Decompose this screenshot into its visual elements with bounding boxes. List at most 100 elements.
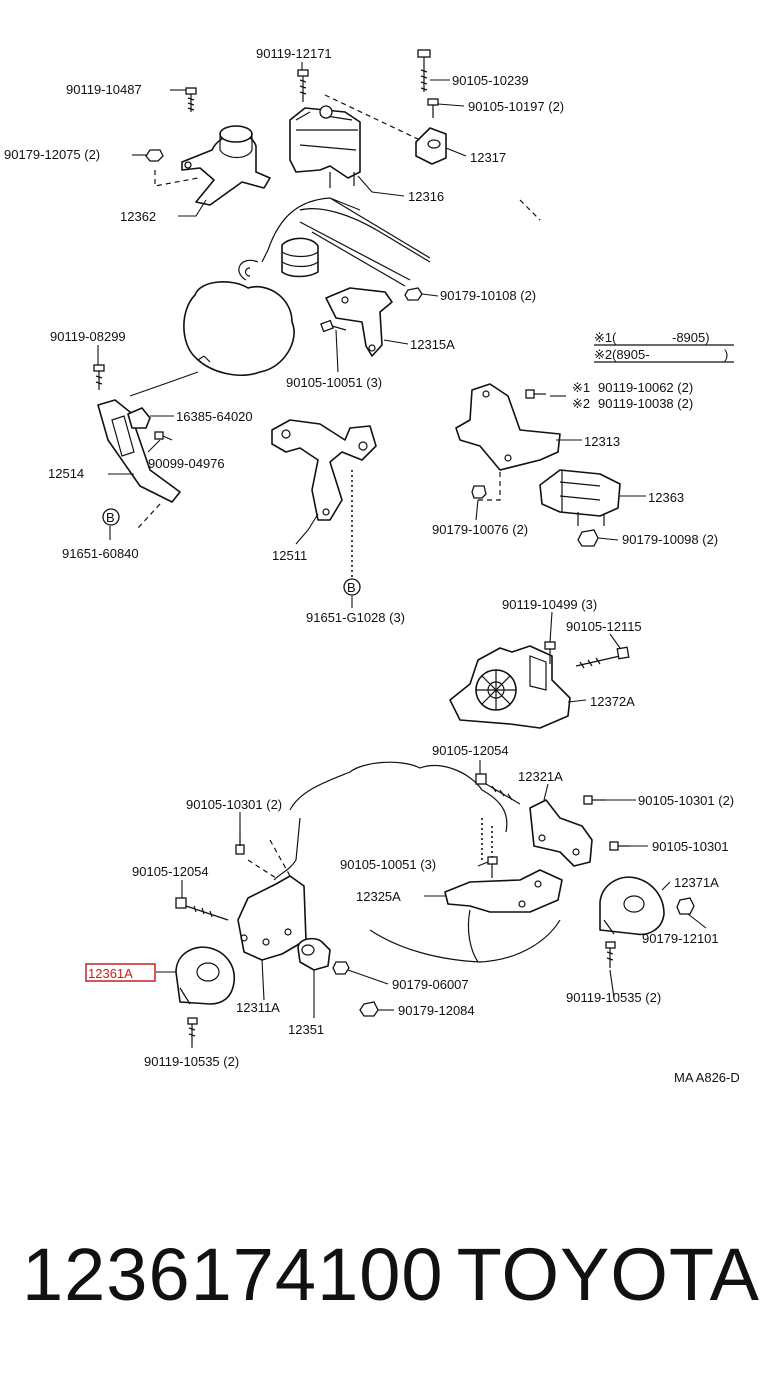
bolt-90105-12115	[575, 646, 630, 669]
label-12325A[interactable]: 12325A	[356, 889, 401, 904]
label-90179-06007[interactable]: 90179-06007	[392, 977, 469, 992]
label-91651-G1028[interactable]: 91651-G1028 (3)	[306, 610, 405, 625]
label-90119-08299[interactable]: 90119-08299	[50, 329, 126, 344]
label-12372A[interactable]: 12372A	[590, 694, 635, 709]
label-90179-12075[interactable]: 90179-12075 (2)	[4, 147, 100, 162]
label-12311A[interactable]: 12311A	[236, 1000, 280, 1015]
legend-range-2-close: )	[724, 347, 728, 362]
part-number: 1236174100	[22, 1233, 444, 1316]
label-90119-10499[interactable]: 90119-10499 (3)	[502, 597, 597, 612]
diagram-code: MA A826-D	[674, 1070, 740, 1085]
bolt-90105-10051-mid	[487, 856, 498, 878]
bracket-12311A	[237, 839, 307, 961]
bolt-91651-60840: B	[102, 508, 120, 526]
label-90099-04976[interactable]: 90099-04976	[148, 456, 225, 471]
footer: 1236174100 TOYOTA	[22, 1232, 762, 1322]
label-90105-10197[interactable]: 90105-10197 (2)	[468, 99, 564, 114]
label-90179-12084[interactable]: 90179-12084	[398, 1003, 475, 1018]
label-16385-64020[interactable]: 16385-64020	[176, 409, 253, 424]
bolt-90105-10301-right-upper	[583, 795, 606, 805]
label-90105-10239[interactable]: 90105-10239	[452, 73, 529, 88]
label-90119-10062[interactable]: 90119-10062 (2)	[598, 380, 693, 395]
bracket-12317	[415, 127, 447, 165]
label-12371A[interactable]: 12371A	[674, 875, 719, 890]
label-90105-10051-upper[interactable]: 90105-10051 (3)	[286, 375, 382, 390]
bolt-90119-10062	[525, 389, 546, 399]
mark-2-label: ※2	[572, 396, 590, 411]
label-90119-12171[interactable]: 90119-12171	[256, 46, 332, 61]
nut-90179-06007	[332, 961, 350, 975]
brand-name: TOYOTA	[456, 1233, 760, 1316]
bolt-90119-10487	[185, 87, 197, 112]
label-12363[interactable]: 12363	[648, 490, 684, 505]
bracket-12325A	[444, 869, 563, 913]
bolt-90105-10301-left	[235, 830, 245, 855]
bolt-90105-12054-top	[475, 773, 521, 805]
label-12362[interactable]: 12362	[120, 209, 156, 224]
label-12317[interactable]: 12317	[470, 150, 506, 165]
nut-90179-10098	[577, 529, 599, 547]
nut-90179-10108	[404, 287, 423, 301]
label-90105-10301-right-lower[interactable]: 90105-10301	[652, 839, 729, 854]
label-12511[interactable]: 12511	[272, 548, 307, 563]
label-90119-10535-right[interactable]: 90119-10535 (2)	[566, 990, 661, 1005]
label-12351[interactable]: 12351	[288, 1022, 324, 1037]
label-12321A[interactable]: 12321A	[518, 769, 563, 784]
bolt-90105-10051-upper	[320, 319, 347, 333]
label-91651-60840[interactable]: 91651-60840	[62, 546, 139, 561]
legend-range-1-end: -8905)	[672, 330, 710, 345]
mount-12371A	[599, 876, 665, 936]
label-12316[interactable]: 12316	[408, 189, 444, 204]
label-12313[interactable]: 12313	[584, 434, 620, 449]
label-90119-10535-left[interactable]: 90119-10535 (2)	[144, 1054, 239, 1069]
label-90105-10301-left[interactable]: 90105-10301 (2)	[186, 797, 282, 812]
label-90119-10038[interactable]: 90119-10038 (2)	[598, 396, 693, 411]
engine-outline-bottom	[273, 761, 561, 963]
bolt-90105-10301-right-lower	[609, 841, 630, 851]
label-90105-12115[interactable]: 90105-12115	[566, 619, 642, 634]
nut-90179-12084	[359, 1001, 379, 1017]
nut-90179-10076	[471, 485, 487, 499]
mark-1-label: ※1	[572, 380, 590, 395]
legend-mark-1: ※1	[594, 330, 612, 345]
label-90119-10487[interactable]: 90119-10487	[66, 82, 142, 97]
part-labels: 90119-12171 90105-10239 90119-10487 9010…	[4, 46, 740, 1085]
label-90105-12054-left[interactable]: 90105-12054	[132, 864, 209, 879]
label-90105-10301-right-upper[interactable]: 90105-10301 (2)	[638, 793, 734, 808]
label-12361A[interactable]: 12361A	[88, 966, 133, 981]
bolt-90105-12054-left	[175, 897, 229, 921]
bracket-12514	[97, 399, 181, 529]
mount-12361A[interactable]	[175, 946, 235, 1005]
mount-12362	[154, 125, 271, 206]
label-12315A[interactable]: 12315A	[410, 337, 455, 352]
mount-12372A	[449, 645, 571, 729]
highlight-box-12361A	[85, 963, 156, 982]
label-12514[interactable]: 12514	[48, 466, 84, 481]
bolt-90105-10197	[427, 98, 439, 118]
bolt-90119-12171	[297, 69, 309, 102]
bushing-12351	[297, 937, 331, 971]
bracket-12315A	[325, 287, 393, 357]
bolt-90119-10535-right	[605, 941, 616, 968]
bracket-12313	[455, 383, 561, 501]
legend-mark-2: ※2	[594, 347, 612, 362]
label-90105-10051-mid[interactable]: 90105-10051 (3)	[340, 857, 436, 872]
mount-12316	[289, 94, 421, 188]
label-90179-10108[interactable]: 90179-10108 (2)	[440, 288, 536, 303]
engine-outline-top	[183, 197, 541, 376]
bolt-91651-G1028: B	[343, 578, 361, 596]
label-90179-12101[interactable]: 90179-12101	[642, 931, 719, 946]
bolt-b-letter-2: B	[347, 580, 356, 595]
legend-range-1-open: (	[612, 330, 617, 345]
legend-range-2-start: (8905-	[612, 347, 650, 362]
leader-lines	[97, 62, 707, 1048]
label-90105-12054-top[interactable]: 90105-12054	[432, 743, 509, 758]
bracket-12511	[271, 419, 377, 578]
label-90179-10076[interactable]: 90179-10076 (2)	[432, 522, 528, 537]
nut-90179-12101	[676, 897, 695, 915]
bolt-90119-10535-left	[187, 1017, 198, 1044]
bolt-90099-04976	[154, 431, 173, 441]
label-90179-10098[interactable]: 90179-10098 (2)	[622, 532, 718, 547]
bolt-90119-08299	[93, 364, 105, 390]
